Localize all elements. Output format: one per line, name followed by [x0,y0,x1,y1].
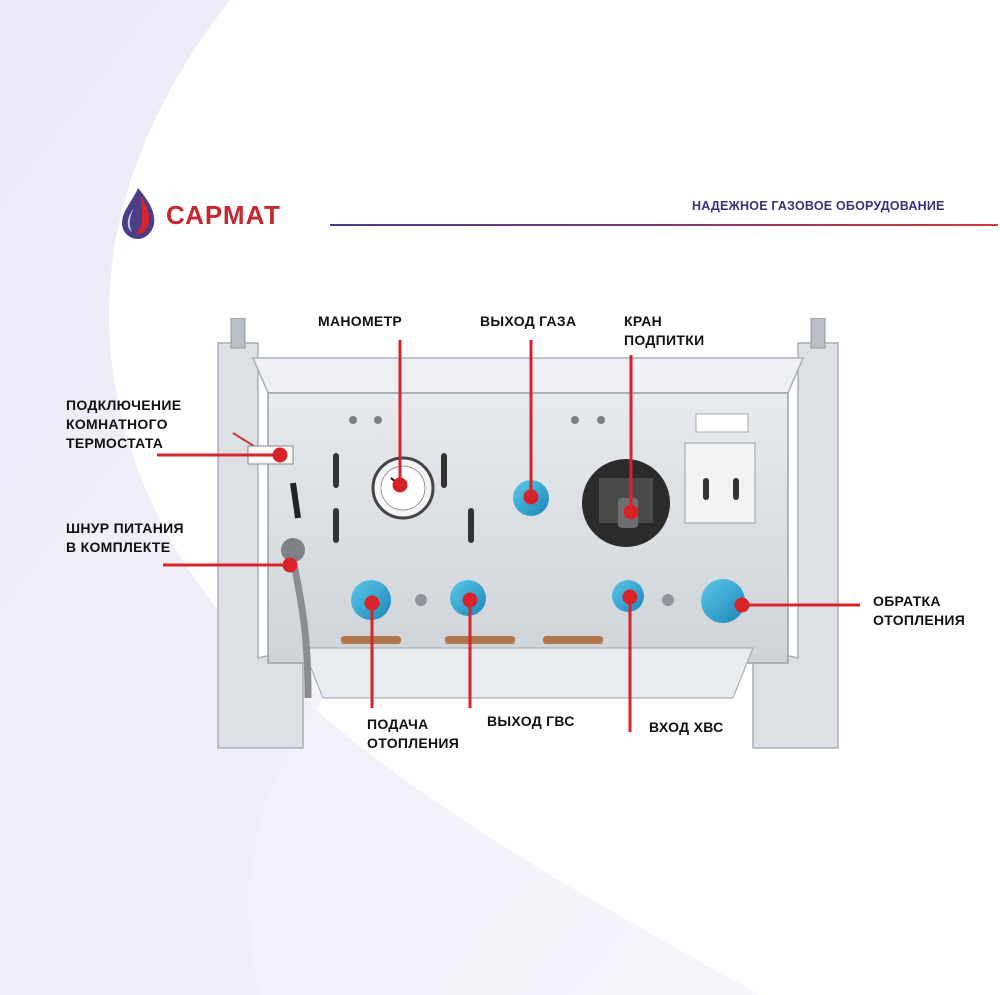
boiler-bottom-panel-illustration [217,318,839,749]
fill-valve-label-line2: ПОДПИТКИ [624,332,705,348]
cold-water-inlet-label: ВХОД ХВС [649,719,724,735]
flame-drop-icon [122,188,155,239]
heating-supply-label: ПОДАЧА ОТОПЛЕНИЯ [367,715,459,753]
heating-return-label: ОБРАТКА ОТОПЛЕНИЯ [873,592,965,630]
thermostat-label: ПОДКЛЮЧЕНИЕ КОМНАТНОГО ТЕРМОСТАТА [66,396,181,453]
thermostat-label-line2: КОМНАТНОГО [66,416,168,432]
power-cord-label-line2: В КОМПЛЕКТЕ [66,539,171,555]
heating-supply-label-line1: ПОДАЧА [367,716,429,732]
brand-tagline: НАДЕЖНОЕ ГАЗОВОЕ ОБОРУДОВАНИЕ [692,199,945,213]
brand-logo: САРМАТ [118,186,308,246]
header-divider [330,224,998,226]
dhw-outlet-label: ВЫХОД ГВС [487,713,575,729]
power-cord-label-line1: ШНУР ПИТАНИЯ [66,520,184,536]
gas-outlet-label: ВЫХОД ГАЗА [480,313,577,329]
heating-return-label-line1: ОБРАТКА [873,593,941,609]
fill-valve-label: КРАН ПОДПИТКИ [624,312,704,350]
power-cord-label: ШНУР ПИТАНИЯ В КОМПЛЕКТЕ [66,519,184,557]
fill-valve-label-line1: КРАН [624,313,663,329]
thermostat-label-line3: ТЕРМОСТАТА [66,435,164,451]
heating-supply-label-line2: ОТОПЛЕНИЯ [367,735,460,751]
brand-name: САРМАТ [166,200,281,230]
manometer-label: МАНОМЕТР [318,313,403,329]
heating-return-label-line2: ОТОПЛЕНИЯ [873,612,966,628]
thermostat-label-line1: ПОДКЛЮЧЕНИЕ [66,397,182,413]
